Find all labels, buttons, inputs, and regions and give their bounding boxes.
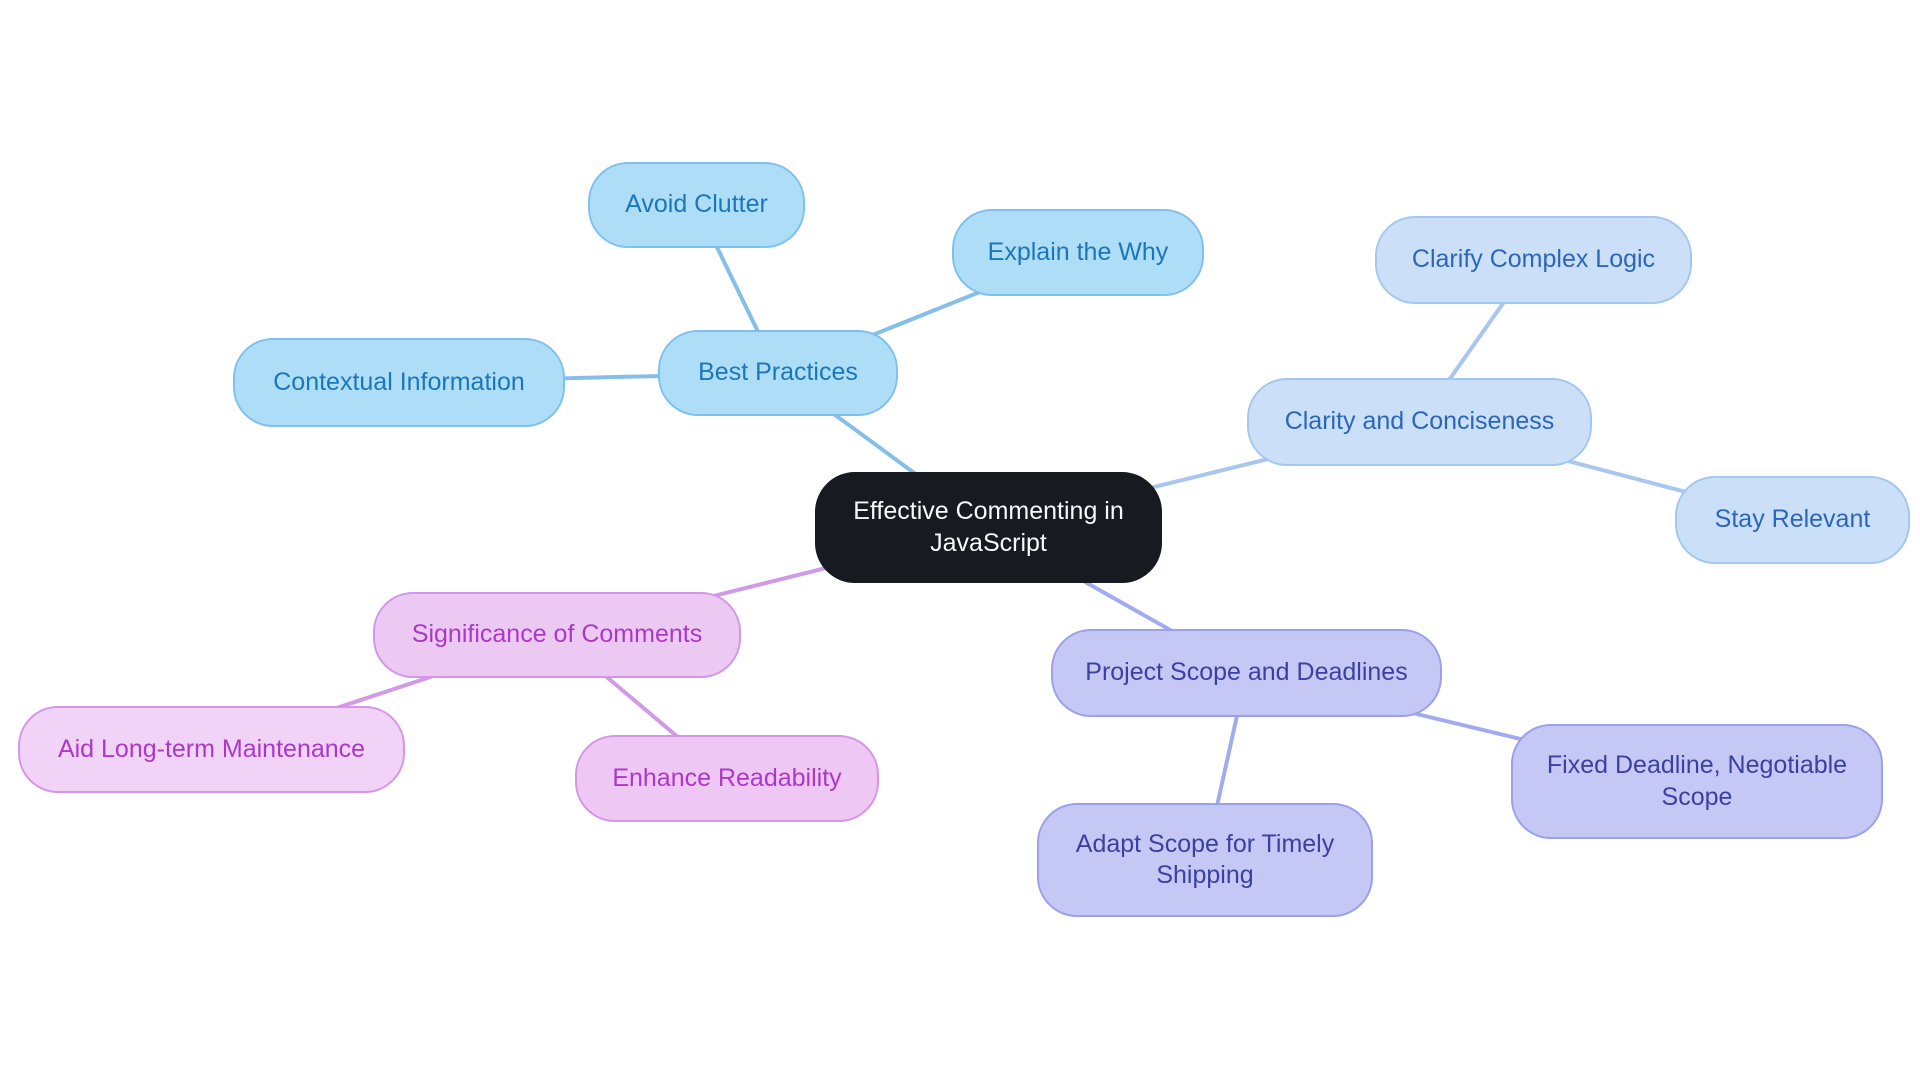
node-clarity-and-conciseness[interactable]: Clarity and Conciseness — [1247, 378, 1592, 466]
node-explain-the-why[interactable]: Explain the Why — [952, 209, 1204, 296]
node-label: Aid Long-term Maintenance — [57, 734, 366, 763]
node-avoid-clutter[interactable]: Avoid Clutter — [588, 162, 805, 248]
node-project-scope-and-deadlines[interactable]: Project Scope and Deadlines — [1051, 629, 1442, 717]
node-stay-relevant[interactable]: Stay Relevant — [1675, 476, 1910, 564]
node-best-practices[interactable]: Best Practices — [658, 330, 898, 416]
node-label: Stay Relevant — [1714, 505, 1871, 534]
node-fixed-deadline-negotiable-scope[interactable]: Fixed Deadline, Negotiable Scope — [1511, 724, 1883, 839]
node-label: Explain the Why — [987, 237, 1169, 266]
node-label: Enhance Readability — [612, 763, 842, 792]
node-label: Adapt Scope for Timely Shipping — [1075, 829, 1335, 890]
node-label: Significance of Comments — [411, 620, 703, 649]
node-label: Fixed Deadline, Negotiable Scope — [1546, 751, 1848, 811]
node-central[interactable]: Effective Commenting in JavaScript — [815, 472, 1162, 583]
node-label: Avoid Clutter — [625, 190, 768, 219]
node-label: Project Scope and Deadlines — [1085, 658, 1408, 687]
node-label: Clarify Complex Logic — [1411, 245, 1656, 274]
node-aid-long-term-maintenance[interactable]: Aid Long-term Maintenance — [18, 706, 405, 793]
node-label: Effective Commenting in JavaScript — [853, 497, 1124, 557]
node-label: Best Practices — [698, 358, 858, 387]
node-clarify-complex-logic[interactable]: Clarify Complex Logic — [1375, 216, 1692, 304]
node-contextual-information[interactable]: Contextual Information — [233, 338, 565, 427]
node-significance-of-comments[interactable]: Significance of Comments — [373, 592, 741, 678]
node-label: Contextual Information — [273, 367, 525, 396]
node-label: Clarity and Conciseness — [1284, 407, 1555, 436]
node-enhance-readability[interactable]: Enhance Readability — [575, 735, 879, 822]
node-adapt-scope-for-timely-shipping[interactable]: Adapt Scope for Timely Shipping — [1037, 803, 1373, 917]
